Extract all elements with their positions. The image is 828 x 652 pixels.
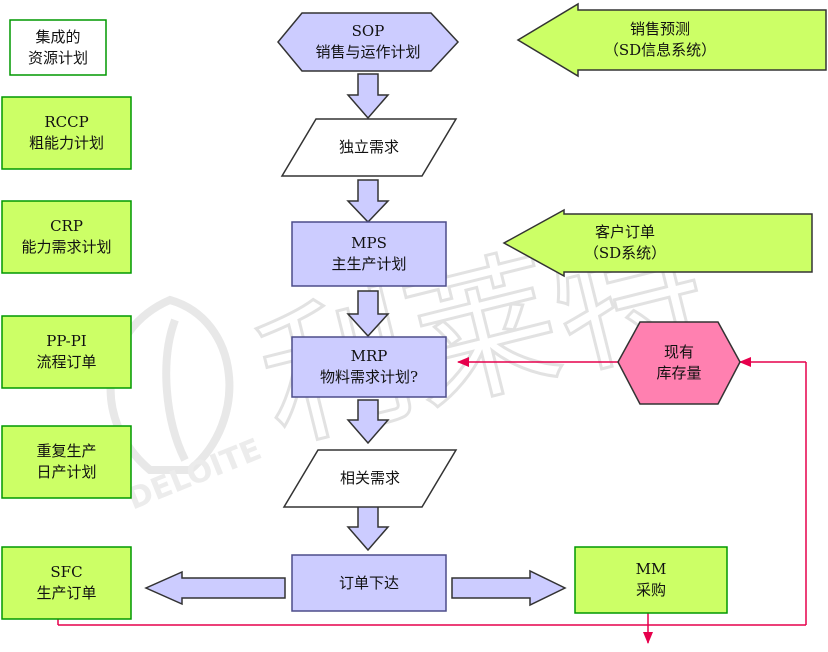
left-box-rccp (1, 96, 132, 170)
customer-order-arrow (502, 208, 813, 278)
arrow-independent-to-mps (346, 179, 390, 224)
arrow-release-to-sfc (144, 570, 286, 606)
watermark-logo-text: DELOITE (123, 432, 267, 517)
order-release-box (291, 554, 447, 612)
arrow-mrp-to-dependent (346, 399, 390, 445)
left-box-pppi (1, 315, 132, 389)
arrow-sop-to-independent (346, 73, 390, 120)
arrow-release-to-mm (451, 569, 567, 607)
arrow-dependent-to-release (346, 505, 390, 552)
watermark-logo-icon (106, 295, 234, 474)
left-box-sfc (1, 546, 132, 620)
mrp-box (291, 336, 447, 398)
inventory-hexagon (617, 321, 741, 405)
title-box (9, 19, 107, 76)
inventory-feedback-lines (57, 357, 807, 644)
mm-box (574, 546, 728, 614)
flow-arrows (144, 73, 567, 607)
arrow-mps-to-mrp (346, 290, 390, 338)
mps-box (291, 221, 447, 287)
dependent-demand-shape (282, 449, 458, 508)
left-box-repetitive (1, 425, 132, 499)
independent-demand-shape (280, 118, 458, 177)
left-box-crp (1, 200, 132, 274)
sales-forecast-arrow (516, 2, 827, 78)
sop-hexagon (277, 12, 460, 72)
